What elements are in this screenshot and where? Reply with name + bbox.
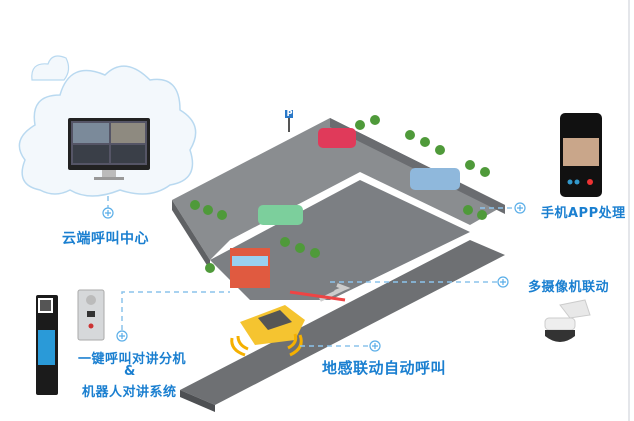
monitor-icon (68, 118, 150, 180)
taxi (240, 305, 305, 345)
robot-intercom-kiosk-icon (36, 295, 58, 395)
label-ground-sensor: 地感联动自动呼叫 (322, 359, 447, 377)
label-mobile-app: 手机APP处理 (541, 206, 626, 221)
label-cloud-call-center: 云端呼叫中心 (62, 231, 149, 247)
toll-booth (230, 248, 270, 288)
intercom-extension-icon (77, 289, 105, 341)
phone-icon (560, 113, 602, 197)
label-intercom-line1: 一键呼叫对讲分机 (78, 352, 187, 367)
parking-sign: P (286, 109, 293, 118)
ptz-camera-icon (544, 299, 591, 342)
label-intercom-amp: & (124, 364, 136, 379)
label-multi-camera: 多摄像机联动 (528, 280, 610, 295)
red-car (318, 128, 356, 148)
green-car (258, 205, 303, 225)
connector-lines (107, 196, 515, 347)
blue-car (410, 168, 460, 190)
label-intercom-line2: 机器人对讲系统 (82, 385, 177, 400)
